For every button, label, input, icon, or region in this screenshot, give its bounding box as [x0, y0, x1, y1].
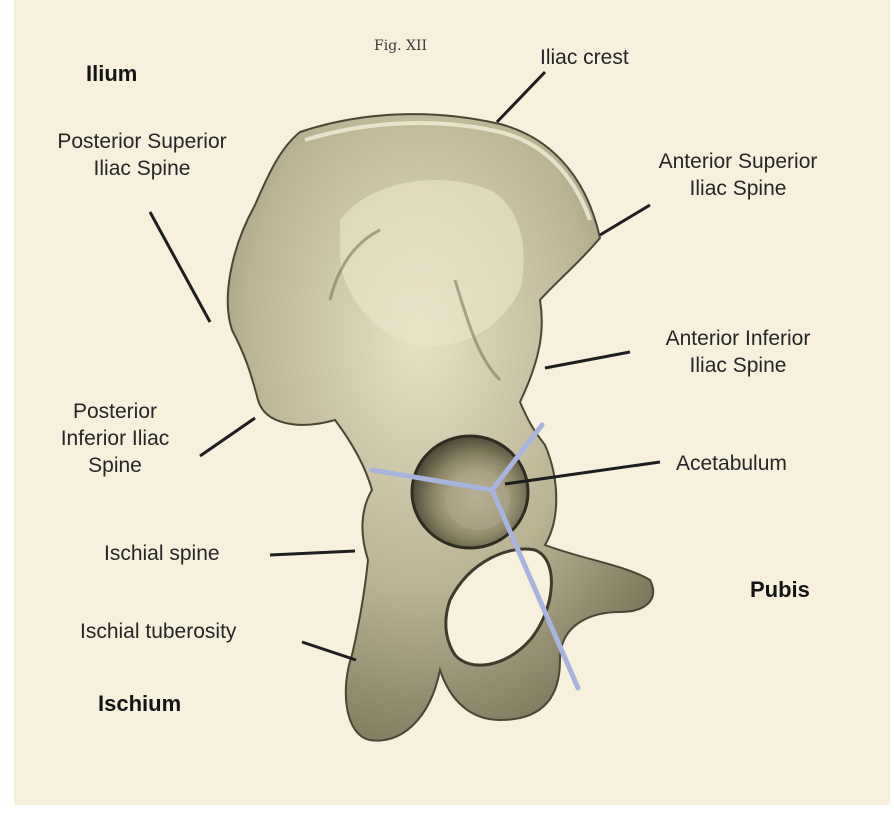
label-acetabulum: Acetabulum — [676, 450, 787, 477]
label-ischial-spine: Ischial spine — [104, 540, 220, 567]
region-label-ilium: Ilium — [86, 60, 137, 87]
label-ischial-tuberosity: Ischial tuberosity — [80, 618, 236, 645]
label-posterior-inferior-iliac-spine: Posterior Inferior Iliac Spine — [30, 398, 200, 479]
region-label-ischium: Ischium — [98, 690, 181, 717]
label-iliac-crest: Iliac crest — [540, 44, 629, 71]
label-anterior-inferior-iliac-spine: Anterior Inferior Iliac Spine — [628, 325, 848, 379]
label-posterior-superior-iliac-spine: Posterior Superior Iliac Spine — [22, 128, 262, 182]
region-label-pubis: Pubis — [750, 576, 810, 603]
figure-label: Fig. XII — [374, 38, 427, 54]
label-anterior-superior-iliac-spine: Anterior Superior Iliac Spine — [622, 148, 854, 202]
